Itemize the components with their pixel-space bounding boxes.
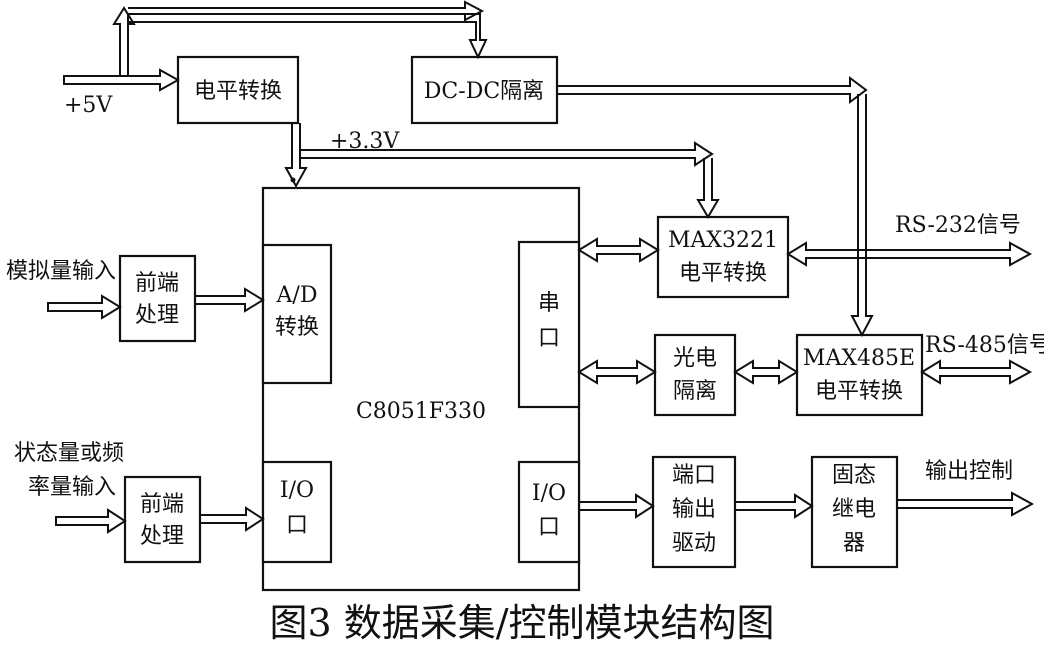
arrow-frontend2-to-io <box>199 506 265 532</box>
status-input-label-2: 率量输入 <box>28 475 116 500</box>
opto-isolation-label-1: 光电 <box>673 346 717 371</box>
arrow-3v3-to-max3221 <box>300 141 714 167</box>
io-output-port-block <box>517 460 581 564</box>
max485e-block <box>795 333 924 417</box>
frontend-processing-1-label-2: 处理 <box>135 303 179 328</box>
arrow-5v-to-level-shift <box>63 68 181 92</box>
solid-state-relay-label-3: 器 <box>843 531 865 556</box>
io-input-port-block <box>261 460 333 564</box>
arrow-serial-opto <box>577 359 657 385</box>
arrow-top-rail <box>128 0 485 22</box>
arrow-analog-input <box>47 294 122 320</box>
opto-isolation-block <box>653 333 737 417</box>
ad-converter-label-2: 转换 <box>275 315 319 340</box>
level-shift-top-block <box>176 55 300 125</box>
max485e-label-1: MAX485E <box>803 346 915 371</box>
max3221-block <box>656 215 790 299</box>
solid-state-relay-label-1: 固态 <box>832 463 876 488</box>
arrow-dcdc-to-max485 <box>557 76 868 104</box>
output-control-label: 输出控制 <box>925 459 1013 484</box>
analog-input-label: 模拟量输入 <box>6 259 116 284</box>
arrow-5v-tap-to-dcdc <box>112 6 488 76</box>
ad-converter-block <box>261 243 333 385</box>
connection-arrows <box>47 0 1035 534</box>
arrow-port-driver-to-ssr <box>734 493 814 519</box>
max485e-label-2: 电平转换 <box>815 379 903 404</box>
ad-converter-label-1: A/D <box>276 283 318 308</box>
arrow-opto-max485 <box>733 359 799 385</box>
arrow-dcdc-drop-max485 <box>850 94 874 338</box>
arrow-ssr-to-output <box>896 491 1035 517</box>
arrow-io-to-port-driver <box>578 493 655 519</box>
level-shift-top-label: 电平转换 <box>194 79 282 104</box>
port-output-driver-block <box>651 455 737 569</box>
rs485-signal-label: RS-485信号 <box>925 333 1044 358</box>
serial-port-block <box>517 240 581 409</box>
rs232-signal-label: RS-232信号 <box>895 213 1021 238</box>
serial-port-label-1: 串 <box>538 291 560 316</box>
solid-state-relay-block <box>810 455 899 569</box>
max3221-label-2: 电平转换 <box>679 261 767 286</box>
frontend-processing-1-label-1: 前端 <box>135 271 179 296</box>
port-output-driver-label-3: 驱动 <box>672 531 716 556</box>
max3221-label-1: MAX3221 <box>668 228 778 253</box>
arrow-max485-rs485 <box>920 359 1033 385</box>
frontend-processing-block-1 <box>118 254 197 343</box>
arrow-status-input <box>55 508 127 534</box>
status-input-label-1: 状态量或频 <box>14 441 124 466</box>
dcdc-isolation-label: DC-DC隔离 <box>424 79 544 104</box>
opto-isolation-label-2: 隔离 <box>673 379 717 404</box>
port-output-driver-label-1: 端口 <box>672 463 716 488</box>
serial-port-label-2: 口 <box>538 326 560 351</box>
arrow-level-shift-to-mcu <box>284 123 308 189</box>
frontend-processing-2-label-1: 前端 <box>140 492 184 517</box>
arrow-serial-max3221 <box>577 237 660 263</box>
figure-caption: 图3 数据采集/控制模块结构图 <box>269 601 774 645</box>
frontend-processing-2-label-2: 处理 <box>140 524 184 549</box>
io-input-port-label-1: I/O <box>280 478 314 503</box>
plus-5v-label: +5V <box>64 93 113 118</box>
io-input-port-label-2: 口 <box>286 513 308 538</box>
dcdc-isolation-block <box>410 55 559 125</box>
mcu-label: C8051F330 <box>356 399 486 424</box>
arrow-frontend1-to-ad <box>194 287 265 313</box>
arrow-max3221-rs232 <box>786 241 1033 267</box>
port-output-driver-label-2: 输出 <box>672 497 716 522</box>
arrow-3v3-drop-max3221 <box>696 158 720 219</box>
io-output-port-label-2: 口 <box>538 515 560 540</box>
frontend-processing-block-2 <box>123 475 202 564</box>
solid-state-relay-label-2: 继电 <box>832 497 876 522</box>
io-output-port-label-1: I/O <box>532 481 566 506</box>
